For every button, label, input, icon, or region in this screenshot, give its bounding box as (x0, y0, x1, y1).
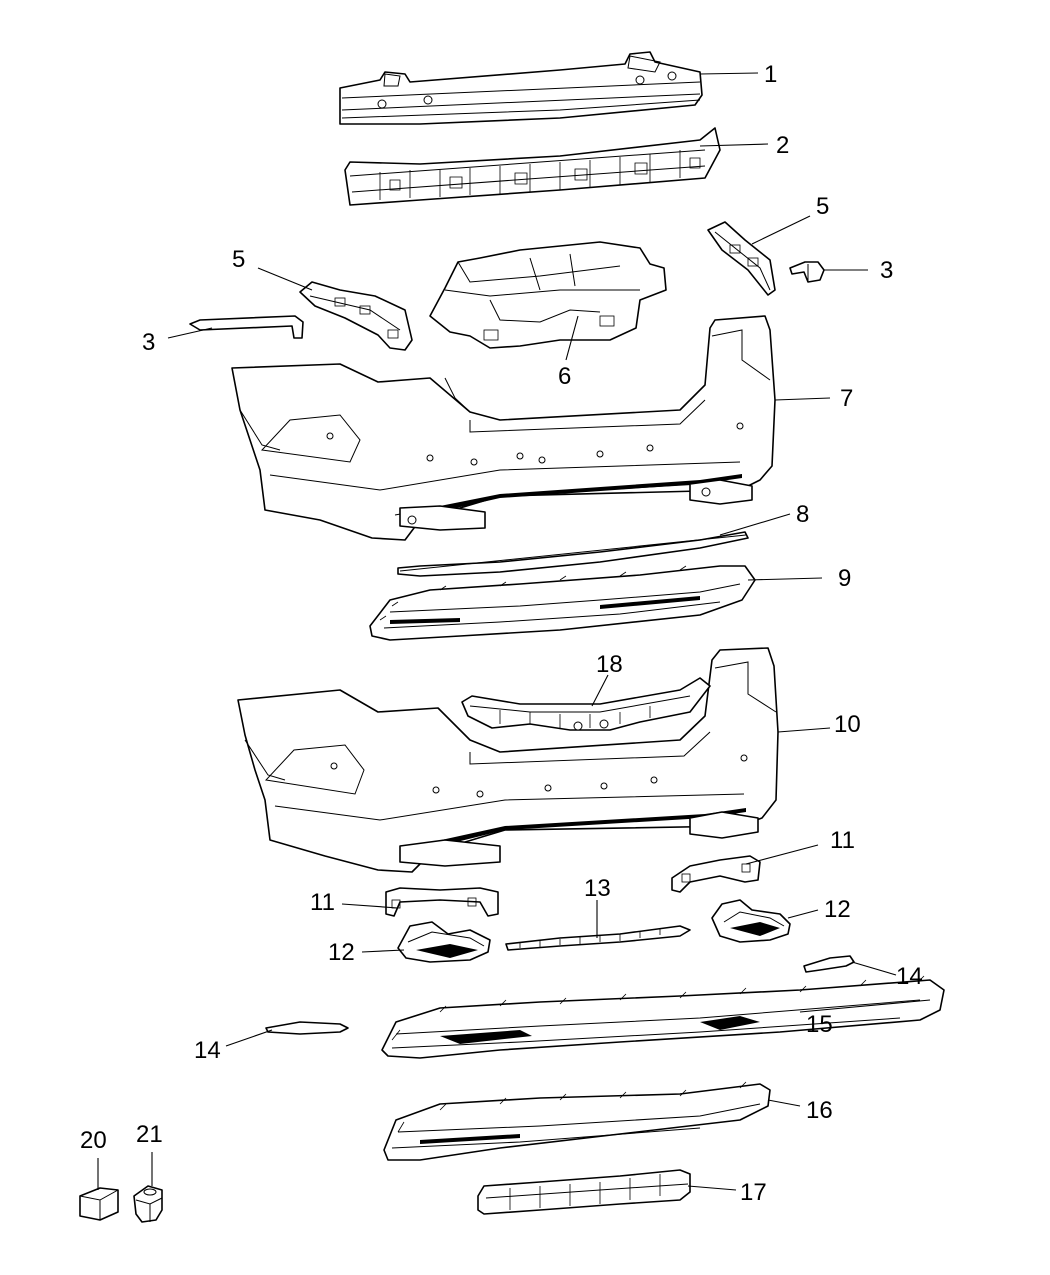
part-3-right-clip (789, 261, 868, 283)
part-14-right-reflector (803, 955, 897, 976)
part-11-right-bracket (671, 844, 819, 893)
part-3-left-strip (167, 315, 304, 339)
callout-9: 9 (838, 565, 851, 592)
part-1-bumper-reinforcement-beam (339, 51, 759, 125)
part-12-left-exhaust-bezel (361, 921, 491, 963)
callout-21: 21 (136, 1121, 163, 1148)
part-14-left-reflector (225, 1021, 349, 1047)
callout-20: 20 (80, 1127, 107, 1154)
callout-14-left: 14 (194, 1037, 221, 1064)
callout-12-left: 12 (328, 939, 355, 966)
callout-6: 6 (558, 363, 571, 390)
callout-12-right: 12 (824, 896, 851, 923)
part-10-bumper-fascia (237, 647, 831, 873)
callout-11-left: 11 (310, 889, 335, 916)
callout-15: 15 (806, 1011, 833, 1038)
part-16-lower-valance (383, 1081, 801, 1161)
part-13-molding-strip (505, 900, 691, 951)
part-5-left-bracket (257, 267, 413, 351)
callout-10: 10 (834, 711, 861, 738)
callout-2: 2 (776, 132, 789, 159)
callout-17: 17 (740, 1179, 767, 1206)
callout-3-right: 3 (880, 257, 893, 284)
part-18-center-bracket (461, 674, 711, 731)
callout-11-right: 11 (830, 827, 855, 854)
part-21-nut-clip (133, 1152, 163, 1223)
part-20-foam-block (79, 1158, 119, 1221)
part-7-bumper-fascia (231, 315, 831, 541)
callout-8: 8 (796, 501, 809, 528)
callout-1: 1 (764, 61, 777, 88)
part-17-lower-bracket (477, 1169, 737, 1215)
callout-16: 16 (806, 1097, 833, 1124)
part-6-center-bracket (429, 241, 667, 361)
callout-18: 18 (596, 651, 623, 678)
callout-5-left: 5 (232, 246, 245, 273)
part-15-lower-valance (381, 975, 945, 1059)
callout-3-left: 3 (142, 329, 155, 356)
part-9-lower-valance (369, 565, 823, 641)
callout-5-right: 5 (816, 193, 829, 220)
part-11-left-bracket (341, 887, 499, 917)
callout-7: 7 (840, 385, 853, 412)
part-5-right-bracket (707, 215, 811, 296)
callout-13: 13 (584, 875, 611, 902)
part-8-molding-strip (397, 513, 791, 577)
callout-labels: 1 2 3 3 5 5 6 7 8 9 18 10 11 11 13 12 12… (80, 61, 923, 1206)
callout-14-right: 14 (896, 963, 923, 990)
part-12-right-exhaust-bezel (711, 899, 819, 943)
part-2-energy-absorber (344, 127, 769, 206)
